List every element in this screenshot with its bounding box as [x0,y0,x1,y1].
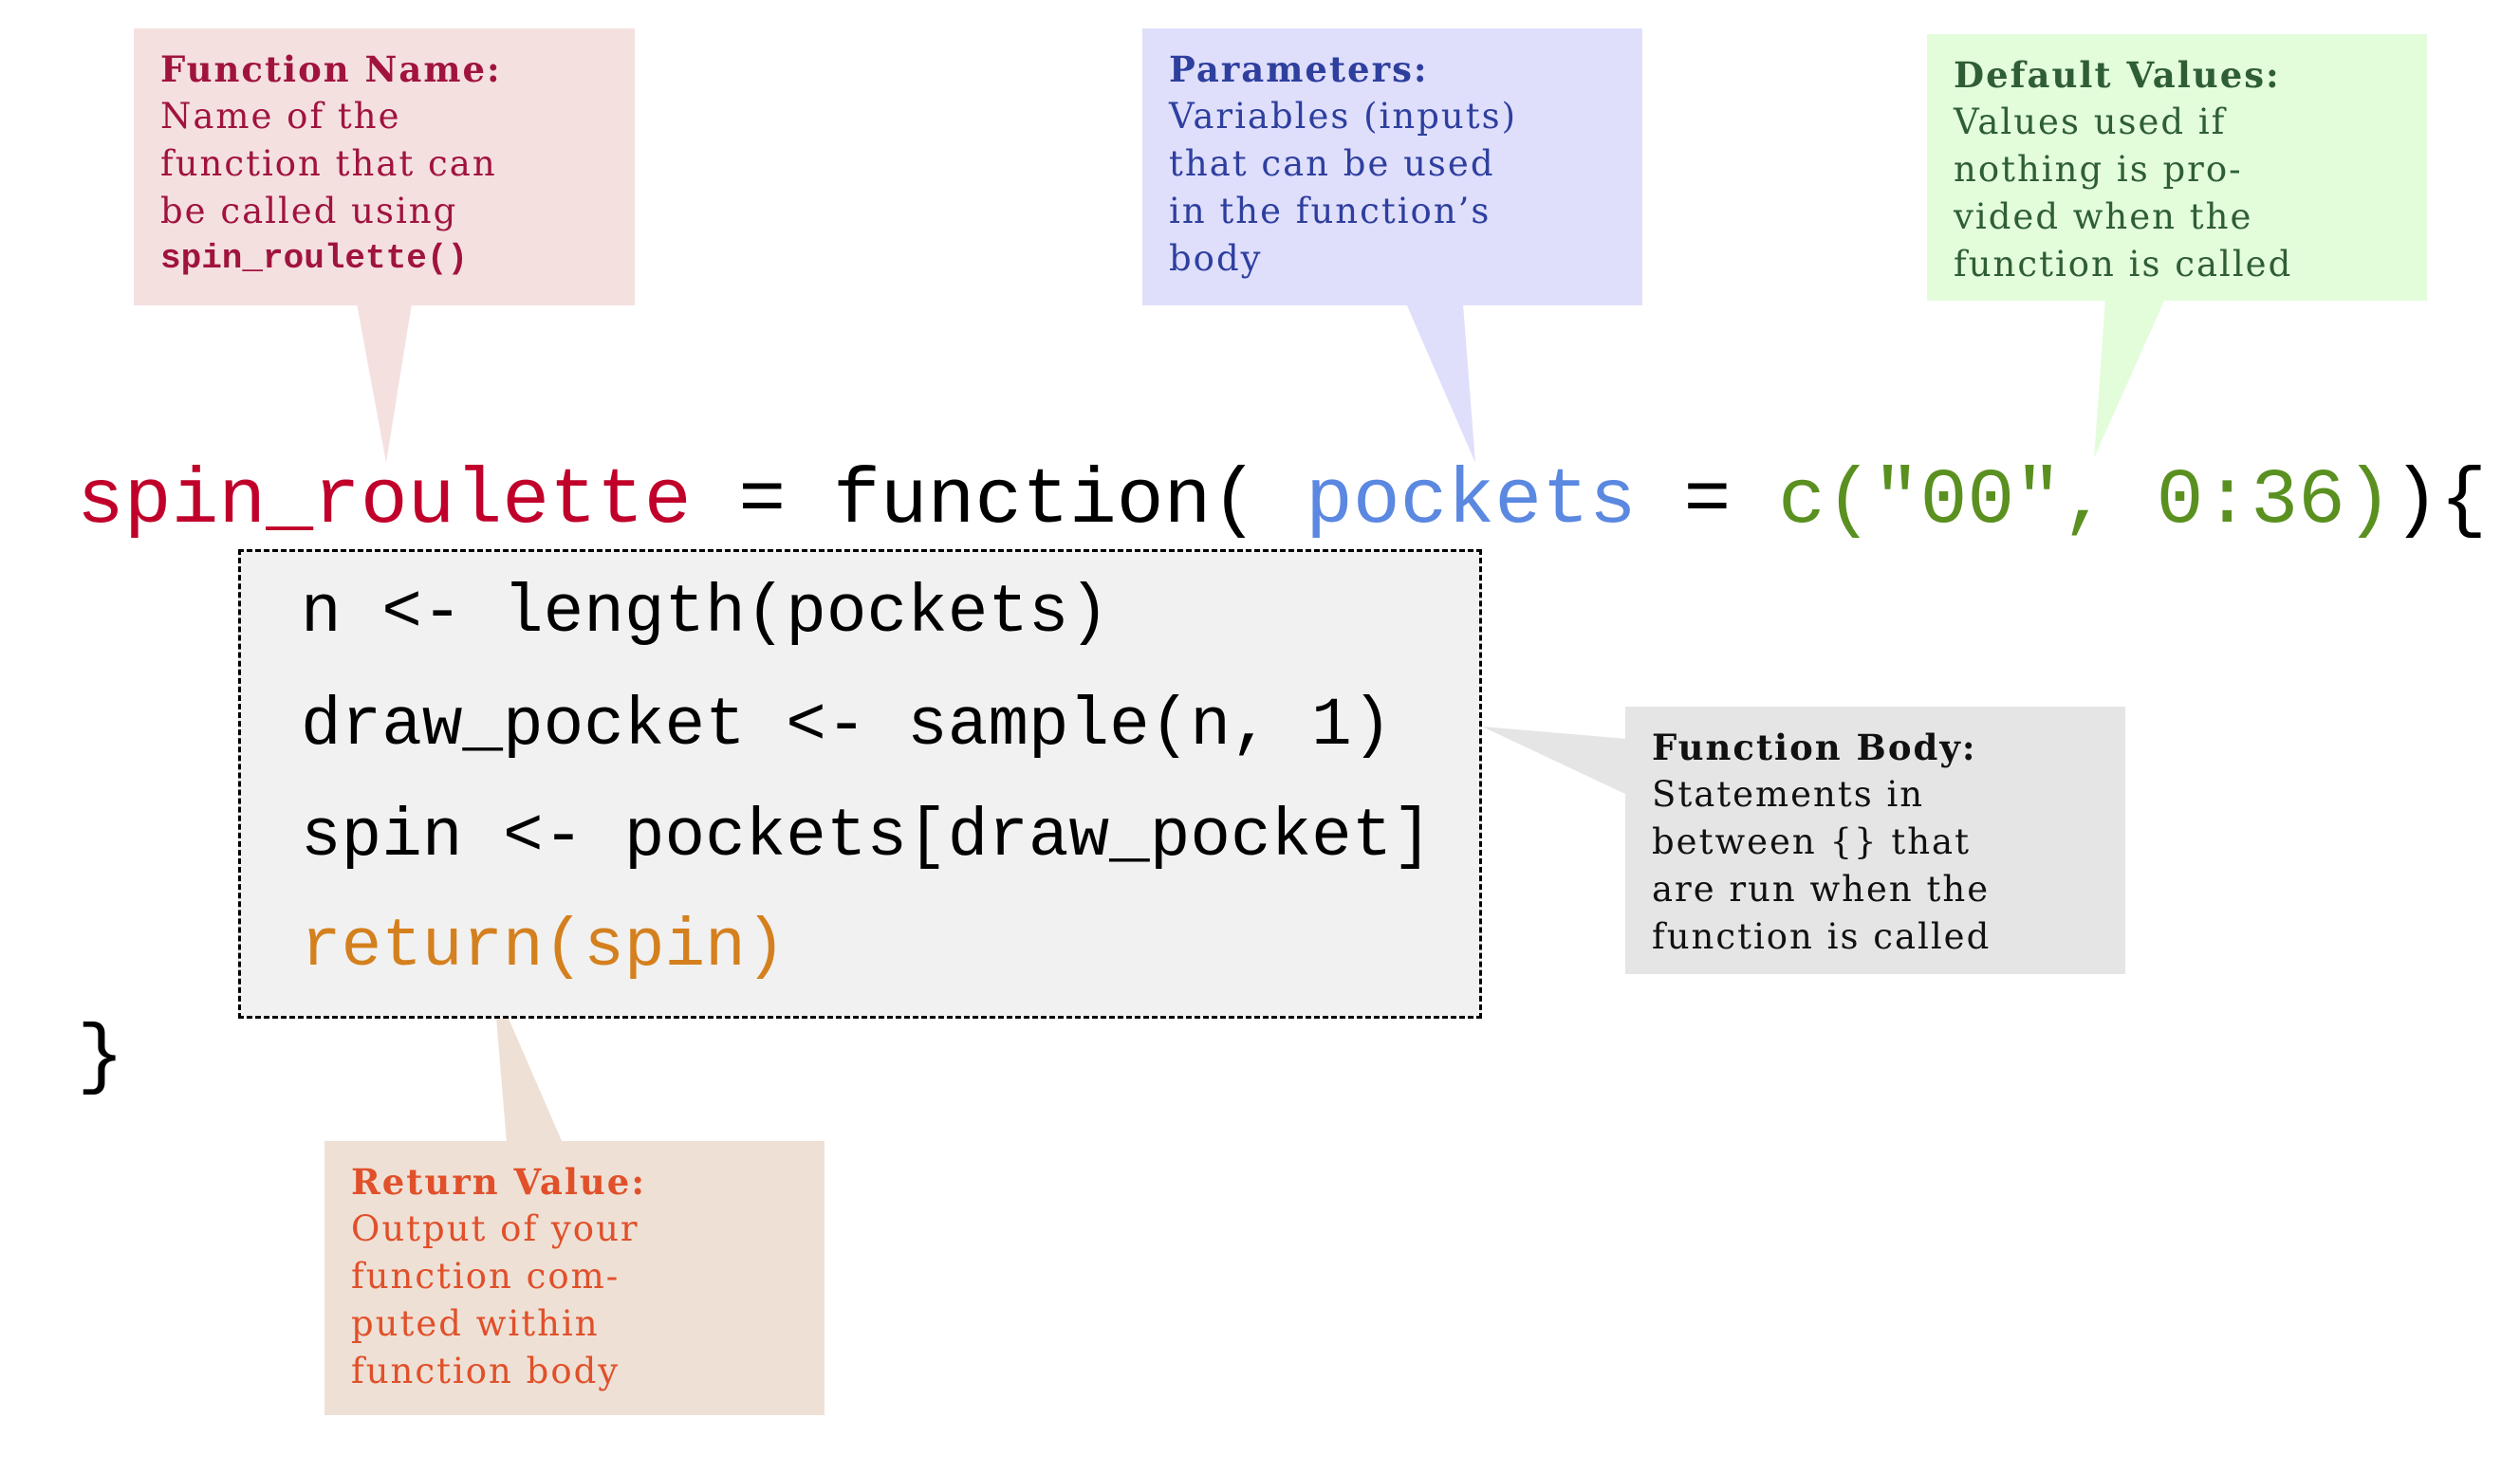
parameters-pointer [1406,304,1475,463]
callout-line: function that can [160,143,497,184]
param-equals: = [1636,456,1779,545]
return-value-callout: Return Value: Output of your function co… [324,1141,825,1415]
function-name-pointer [357,304,412,463]
callout-line: in the function’s [1169,191,1492,231]
callout-title: Parameters: [1169,48,1429,90]
callout-title: Function Name: [160,48,502,90]
callout-line: puted within [351,1303,600,1344]
assign-operator: = [691,456,833,545]
default-values-callout: Default Values: Values used if nothing i… [1927,34,2427,301]
callout-line: function body [351,1351,621,1391]
callout-line: Statements in [1652,774,1925,815]
callout-line: between {} that [1652,821,1971,862]
callout-line: function com- [351,1256,621,1297]
function-signature: spin_roulette = function( pockets = c("0… [77,453,2487,548]
open-brace: ){ [2392,456,2488,545]
callout-line: Name of the [160,96,401,137]
body-statement: spin <- pockets[draw_pocket] [301,800,1433,875]
callout-line: nothing is pro- [1954,149,2243,190]
callout-code: spin_roulette() [160,239,469,278]
callout-line: Variables (inputs) [1169,96,1518,137]
function-keyword: function( [832,456,1306,545]
default-values-pointer [2094,299,2165,458]
close-brace: } [77,1013,124,1102]
callout-line: function is called [1954,244,2293,285]
return-value-pointer [493,984,563,1143]
callout-title: Function Body: [1652,727,1977,768]
callout-line: that can be used [1169,143,1495,184]
default-value: c("00", 0:36) [1778,456,2393,545]
callout-line: body [1169,238,1263,279]
callout-line: function is called [1652,916,1992,957]
parameters-callout: Parameters: Variables (inputs) that can … [1142,28,1642,305]
body-statement: n <- length(pockets) [301,576,1110,652]
callout-line: be called using [160,191,458,231]
function-body-box [238,549,1482,1019]
callout-line: are run when the [1652,869,1991,910]
function-body-pointer [1482,727,1627,795]
callout-line: Output of your [351,1208,639,1249]
function-body-callout: Function Body: Statements in between {} … [1625,707,2125,974]
function-name-callout: Function Name: Name of the function that… [134,28,635,305]
body-statement: draw_pocket <- sample(n, 1) [301,689,1393,764]
parameter-name: pockets [1306,456,1637,545]
callout-title: Default Values: [1954,54,2281,96]
return-statement: return(spin) [301,910,787,985]
callout-line: vided when the [1954,196,2253,237]
callout-title: Return Value: [351,1161,646,1203]
function-name: spin_roulette [77,456,692,545]
callout-line: Values used if [1954,101,2227,142]
